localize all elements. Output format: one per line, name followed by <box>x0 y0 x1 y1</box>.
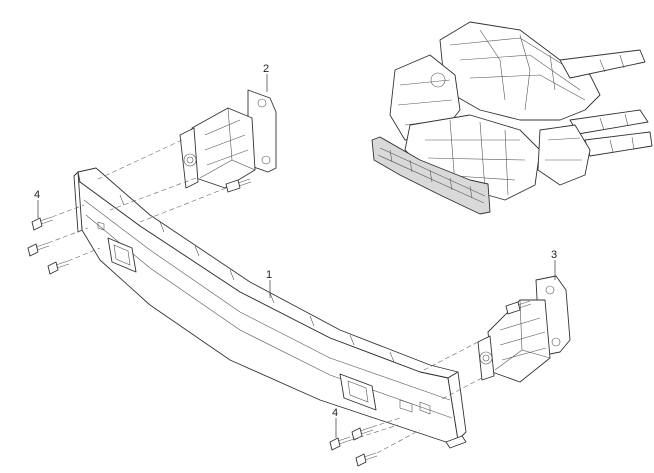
assembly-lines <box>47 139 483 454</box>
callout-4-left: 4 <box>34 189 40 201</box>
part-3-crash-box-right <box>477 275 571 383</box>
part-2-crash-box-left <box>179 89 277 193</box>
part-4-bolts-bottom <box>329 426 378 467</box>
callout-4-bottom: 4 <box>332 407 338 419</box>
callout-leaders <box>37 74 556 438</box>
vehicle-body-inset <box>371 21 653 215</box>
callout-1: 1 <box>266 269 272 281</box>
part-1-bumper-beam <box>73 167 467 449</box>
callout-3: 3 <box>551 249 557 261</box>
callout-2: 2 <box>263 63 269 75</box>
part-4-bolts-left <box>27 216 70 275</box>
